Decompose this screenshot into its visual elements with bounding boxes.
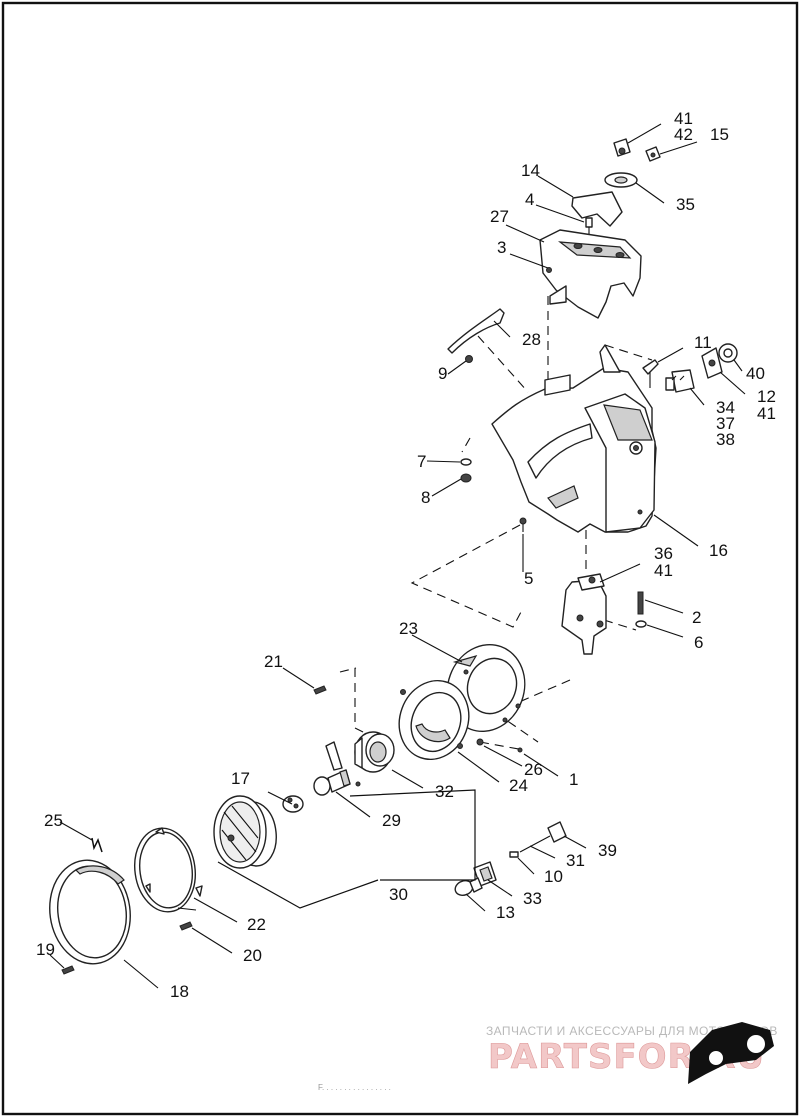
part-28-trim-strip <box>447 308 505 354</box>
part-25-spring-clip <box>91 837 103 853</box>
callout-c36: 36 <box>654 544 673 563</box>
part-2-bolt <box>637 591 644 615</box>
callout-c2: 2 <box>692 608 701 627</box>
callout-c33: 33 <box>523 889 542 908</box>
callout-c16: 16 <box>709 541 728 560</box>
grouping-bracket-30 <box>217 791 379 909</box>
callout-c37: 37 <box>716 414 735 433</box>
callout-c35: 35 <box>676 195 695 214</box>
part-35-washer <box>604 172 638 188</box>
callout-c22: 22 <box>247 915 266 934</box>
part-26-screw <box>476 738 484 746</box>
part-29-bulb-base <box>282 795 304 813</box>
footer-text: F. . . . . . . . . . . . . . . . <box>318 1083 391 1092</box>
grouping-bracket-32 <box>349 789 476 881</box>
part-20-screw <box>179 921 193 931</box>
callout-c20: 20 <box>243 946 262 965</box>
part-19-screw <box>61 965 75 975</box>
callout-c23: 23 <box>399 619 418 638</box>
part-1-screw <box>517 747 523 753</box>
callout-c34: 34 <box>716 398 735 417</box>
part-8-nut <box>460 473 472 483</box>
part-34-switch <box>665 369 695 393</box>
callout-c24: 24 <box>509 776 528 795</box>
motorcycle-logo-icon <box>688 1022 774 1084</box>
part-5-screw <box>519 517 527 532</box>
callout-c42: 42 <box>674 125 693 144</box>
callout-c40: 40 <box>746 364 765 383</box>
callout-c28: 28 <box>522 330 541 349</box>
part-39-connector <box>519 821 567 853</box>
callout-c26: 26 <box>524 760 543 779</box>
callout-c9: 9 <box>438 364 447 383</box>
part-22-inner-trim-ring <box>134 827 203 913</box>
callout-c31: 31 <box>566 851 585 870</box>
callout-c7: 7 <box>417 452 426 471</box>
callout-c14: 14 <box>521 161 540 180</box>
part-4-screw <box>585 217 593 236</box>
callout-c41b: 41 <box>757 404 776 423</box>
part-32-bulb-socket <box>354 731 395 773</box>
callout-c11: 11 <box>694 333 712 352</box>
callout-c12: 12 <box>757 387 776 406</box>
callout-c13: 13 <box>496 903 515 922</box>
callout-c38: 38 <box>716 430 735 449</box>
callout-c29: 29 <box>382 811 401 830</box>
callout-c3: 3 <box>497 238 506 257</box>
part-14-pad <box>571 191 623 227</box>
callout-c10: 10 <box>544 867 563 886</box>
callout-c18: 18 <box>170 982 189 1001</box>
watermark: ЗАПЧАСТИ И АКСЕССУАРЫ ДЛЯ МОТОЦИКЛОВ PAR… <box>486 1022 778 1084</box>
part-24-retaining-ring <box>398 679 470 761</box>
part-18-outer-trim-ring <box>49 859 131 965</box>
part-10-terminal <box>509 851 519 858</box>
callout-c17: 17 <box>231 769 250 788</box>
callout-c21: 21 <box>264 652 283 671</box>
callout-c39: 39 <box>598 841 617 860</box>
callout-c5: 5 <box>524 569 533 588</box>
callout-c41a: 41 <box>674 109 693 128</box>
callout-c4: 4 <box>525 190 534 209</box>
callout-c32: 32 <box>435 782 454 801</box>
part-16-fairing-housing <box>491 344 657 533</box>
callout-c15: 15 <box>710 125 729 144</box>
callout-c1: 1 <box>569 770 578 789</box>
callout-leader-lines <box>49 123 746 989</box>
part-17-headlamp-lens <box>213 795 277 869</box>
callout-c27: 27 <box>490 207 509 226</box>
part-6-washer <box>635 620 647 628</box>
part-21-screw <box>313 685 327 695</box>
callout-c6: 6 <box>694 633 703 652</box>
part-9-screw <box>465 355 473 363</box>
part-7-washer <box>460 458 472 466</box>
part-11-clip <box>642 359 659 388</box>
watermark-tagline: ЗАПЧАСТИ И АКСЕССУАРЫ ДЛЯ МОТОЦИКЛОВ <box>486 1024 778 1038</box>
callout-c25: 25 <box>44 811 63 830</box>
part-15-speed-nut <box>645 146 661 162</box>
part-12-plate <box>701 347 723 379</box>
callout-c19: 19 <box>36 940 55 959</box>
callout-c30: 30 <box>389 885 408 904</box>
part-40-seal <box>718 343 738 363</box>
callout-c41c: 41 <box>654 561 673 580</box>
part-36-mount-bracket <box>561 573 607 655</box>
part-41-42-clip <box>613 138 631 157</box>
part-27-upper-cover <box>539 229 642 319</box>
part-29-headlamp-bulb <box>313 741 361 796</box>
callout-c8: 8 <box>421 488 430 507</box>
